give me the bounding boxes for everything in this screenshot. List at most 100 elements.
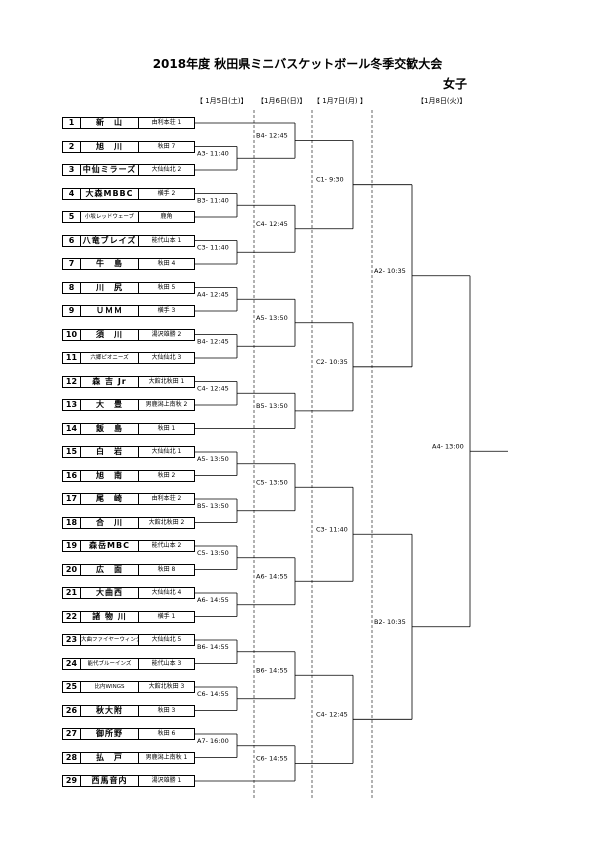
game-label: B3- 11:40 <box>197 196 229 204</box>
game-label: C5- 13:50 <box>197 549 229 557</box>
team-region: 大仙仙北 2 <box>151 166 182 173</box>
team-region: 大仙仙北 3 <box>151 354 182 361</box>
team-number: 29 <box>63 776 81 786</box>
team-name: 大 豊 <box>81 400 139 410</box>
team-region: 秋田 6 <box>157 730 176 737</box>
game-label: A6- 14:55 <box>197 596 229 604</box>
team-region: 男鹿潟上南秋 1 <box>145 753 188 761</box>
game-label: C6- 14:55 <box>197 690 229 698</box>
team-region: 秋田 3 <box>157 706 176 714</box>
game-label: C4- 12:45 <box>316 710 348 718</box>
team-number: 11 <box>63 353 81 363</box>
team-region: 湯沢雄勝 1 <box>151 777 182 784</box>
team-name: 旭 南 <box>81 470 139 481</box>
game-label: C1- 9:30 <box>316 176 344 184</box>
team-region: 秋田 5 <box>157 283 176 291</box>
team-name: 尾 崎 <box>81 494 139 504</box>
team-number: 3 <box>63 165 81 175</box>
team-number: 7 <box>63 259 81 269</box>
team-region: 能代山本 1 <box>151 236 182 244</box>
game-label: B5- 13:50 <box>197 502 229 510</box>
page-title: 2018年度 秋田県ミニバスケットボール冬季交歓大会 <box>152 57 443 71</box>
team-number: 25 <box>63 682 81 692</box>
team-name: 新 山 <box>81 118 139 128</box>
team-number: 10 <box>63 329 81 340</box>
game-label: B2- 10:35 <box>374 618 406 626</box>
team-name: 諸 物 川 <box>81 611 139 622</box>
game-label: A3- 11:40 <box>197 149 229 157</box>
day-header-jan7: 【 1月7日(月) 】 <box>313 97 367 105</box>
team-name: 旭 川 <box>81 141 139 152</box>
team-name: ＵＭＭ <box>81 306 139 316</box>
team-number: 28 <box>63 752 81 763</box>
team-name: 川 尻 <box>81 282 139 293</box>
team-region: 大仙仙北 1 <box>151 448 182 455</box>
team-region: 横手 1 <box>157 612 176 620</box>
game-label: A5- 13:50 <box>256 314 288 322</box>
team-number: 9 <box>63 306 81 316</box>
team-number: 26 <box>63 705 81 716</box>
team-number: 4 <box>63 188 81 199</box>
team-region: 能代山本 2 <box>151 542 182 549</box>
game-label: C3- 11:40 <box>197 243 229 251</box>
game-label: A7- 16:00 <box>197 737 229 745</box>
game-label: A4- 13:00 <box>432 442 464 450</box>
team-region: 横手 3 <box>157 307 176 314</box>
day-header-jan5: 【 1月5日(土)】 <box>196 97 248 105</box>
team-region: 秋田 4 <box>157 260 176 267</box>
team-number: 15 <box>63 447 81 457</box>
team-name: 払 戸 <box>81 752 139 763</box>
team-region: 大仙仙北 4 <box>151 589 182 596</box>
team-name: 比内WINGS <box>81 682 139 692</box>
team-name: 合 川 <box>81 517 139 528</box>
team-name: 須 川 <box>81 329 139 340</box>
team-name: 小坂レッドウェーブ <box>81 212 139 222</box>
team-number: 22 <box>63 611 81 622</box>
team-region: 由利本荘 1 <box>151 119 182 126</box>
team-region: 秋田 2 <box>157 471 176 479</box>
team-number: 21 <box>63 588 81 598</box>
team-number: 8 <box>63 282 81 293</box>
game-label: C2- 10:35 <box>316 358 348 366</box>
team-name: 牛 島 <box>81 259 139 269</box>
game-label: C6- 14:55 <box>256 754 288 762</box>
game-label: C3- 11:40 <box>316 525 348 533</box>
game-label: C4- 12:45 <box>256 220 288 228</box>
game-label: A6- 14:55 <box>256 572 288 580</box>
team-name: 西馬音内 <box>81 776 139 786</box>
team-name: 六郷ピオニーズ <box>81 353 139 363</box>
team-region: 能代山本 3 <box>151 659 182 667</box>
team-name: 大森MBBC <box>81 188 139 199</box>
team-number: 27 <box>63 729 81 739</box>
team-number: 20 <box>63 564 81 575</box>
team-number: 16 <box>63 470 81 481</box>
team-name: 中仙ミラーズ <box>81 165 139 175</box>
game-label: B5- 13:50 <box>256 402 288 410</box>
game-label: B6- 14:55 <box>197 643 229 651</box>
team-number: 2 <box>63 141 81 152</box>
day-header-jan6: 【1月6日(日)】 <box>257 97 307 105</box>
team-region: 湯沢雄勝 2 <box>151 330 182 338</box>
team-region: 秋田 7 <box>157 142 176 150</box>
team-region: 鹿角 <box>160 213 173 220</box>
